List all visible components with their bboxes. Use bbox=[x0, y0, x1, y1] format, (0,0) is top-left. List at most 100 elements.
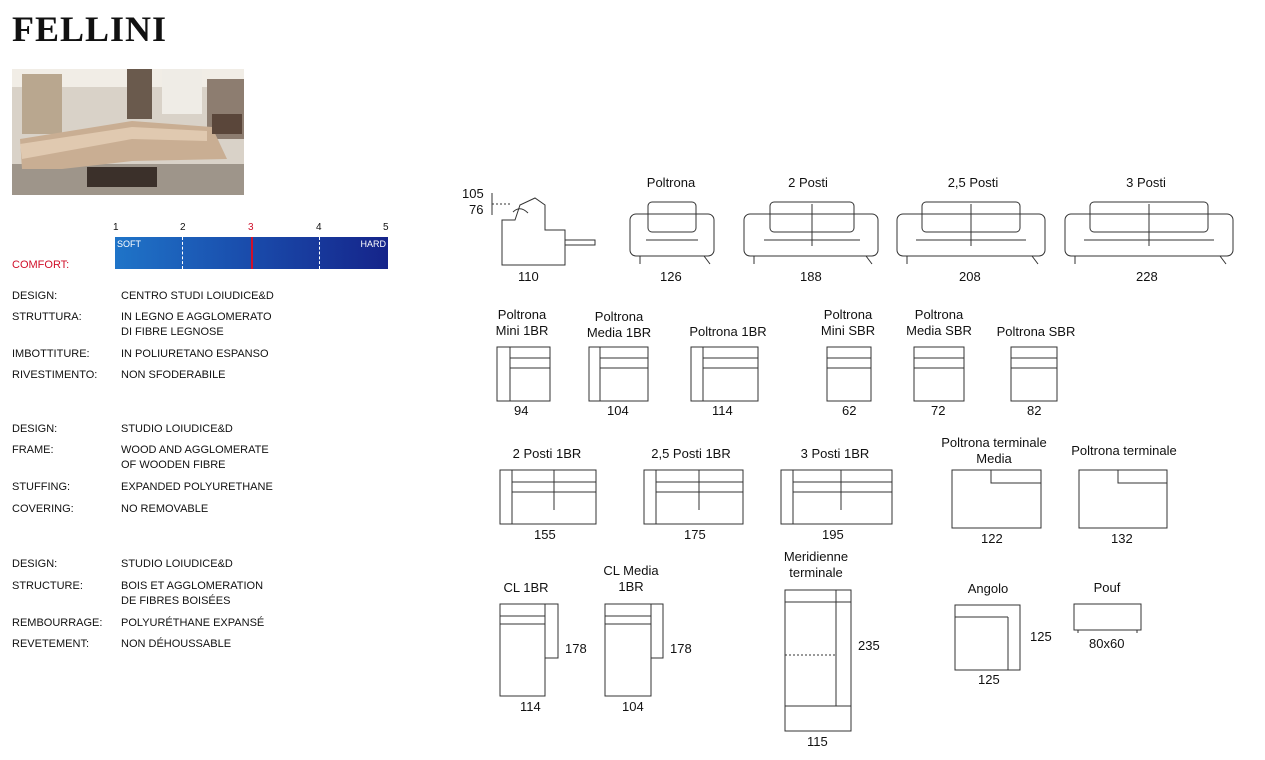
module-2-5-posti-1br-drawing bbox=[644, 470, 743, 524]
comfort-marker bbox=[251, 237, 253, 269]
module-pouf-drawing bbox=[1074, 604, 1141, 633]
module-name: 2,5 Posti 1BR bbox=[651, 446, 731, 461]
module-width: 125 bbox=[978, 672, 1000, 687]
scale-num-4: 4 bbox=[316, 222, 322, 233]
module-name: CL Media 1BR bbox=[603, 563, 659, 594]
spec-label: REMBOURRAGE: bbox=[12, 617, 103, 629]
spec-value: POLYURÉTHANE EXPANSÉ bbox=[121, 617, 265, 629]
sofa-name: Poltrona bbox=[646, 175, 696, 190]
soft-label: SOFT bbox=[117, 239, 141, 249]
spec-value: NON DÉHOUSSABLE bbox=[121, 638, 232, 650]
sofa-width: 228 bbox=[1136, 269, 1158, 284]
module-depth: 178 bbox=[565, 641, 587, 656]
sofa-name: 2 Posti bbox=[788, 175, 828, 190]
module-width: 122 bbox=[981, 531, 1003, 546]
spec-label: RIVESTIMENTO: bbox=[12, 369, 98, 381]
module-poltrona-media-sbr-drawing bbox=[914, 347, 964, 401]
module-meridienne-terminale-drawing bbox=[785, 590, 851, 731]
sofa-3-posti-drawing bbox=[1065, 202, 1233, 264]
module-cl-media-1br-drawing bbox=[605, 604, 663, 696]
module-width: 114 bbox=[520, 699, 541, 714]
spec-value: EXPANDED POLYURETHANE bbox=[121, 481, 273, 493]
spec-value: NON SFODERABILE bbox=[121, 369, 226, 381]
dim-depth: 110 bbox=[518, 269, 539, 284]
module-name: Poltrona SBR bbox=[996, 324, 1076, 339]
comfort-label: COMFORT: bbox=[12, 259, 70, 271]
module-name: Poltrona Mini 1BR bbox=[495, 307, 549, 338]
module-poltrona-mini-sbr-drawing bbox=[827, 347, 871, 401]
product-title: FELLINI bbox=[12, 9, 168, 49]
sofa-name: 3 Posti bbox=[1126, 175, 1166, 190]
spec-label: DESIGN: bbox=[12, 558, 58, 570]
module-name: Poltrona 1BR bbox=[689, 324, 767, 339]
module-name: Poltrona Media SBR bbox=[906, 307, 972, 338]
module-poltrona-1br-drawing bbox=[691, 347, 758, 401]
module-width: 82 bbox=[1027, 403, 1042, 418]
side-view-drawing bbox=[492, 193, 595, 265]
module-width: 104 bbox=[607, 403, 629, 418]
scale-num-3: 3 bbox=[248, 222, 254, 233]
sofa-poltrona-drawing bbox=[630, 202, 714, 264]
scale-divider bbox=[182, 237, 183, 269]
spec-value: WOOD AND AGGLOMERATE OF WOODEN FIBRE bbox=[121, 444, 269, 471]
sofa-2-5-posti-drawing bbox=[897, 202, 1045, 264]
spec-label: DESIGN: bbox=[12, 290, 58, 302]
module-cl-1br-drawing bbox=[500, 604, 558, 696]
spec-value: NO REMOVABLE bbox=[121, 503, 209, 515]
scale-num-1: 1 bbox=[113, 222, 119, 233]
dim-height-low: 76 bbox=[469, 202, 484, 217]
module-angolo-drawing bbox=[955, 605, 1020, 670]
spec-value: IN LEGNO E AGGLOMERATO DI FIBRE LEGNOSE bbox=[121, 311, 272, 338]
dim-height-high: 105 bbox=[462, 186, 484, 201]
spec-label: STUFFING: bbox=[12, 481, 71, 493]
spec-label: IMBOTTITURE: bbox=[12, 348, 90, 360]
spec-label: COVERING: bbox=[12, 503, 74, 515]
spec-value: IN POLIURETANO ESPANSO bbox=[121, 348, 269, 360]
spec-value: STUDIO LOIUDICE&D bbox=[121, 558, 233, 570]
module-width: 104 bbox=[622, 699, 644, 714]
spec-label: STRUCTURE: bbox=[12, 580, 83, 592]
module-name: 3 Posti 1BR bbox=[800, 446, 870, 461]
module-2-posti-1br-drawing bbox=[500, 470, 596, 524]
spec-value: CENTRO STUDI LOIUDICE&D bbox=[121, 290, 274, 302]
module-name: Poltrona terminale Media bbox=[941, 435, 1047, 466]
scale-num-5: 5 bbox=[383, 222, 389, 233]
hard-label: HARD bbox=[360, 239, 386, 249]
module-name: Angolo bbox=[967, 581, 1009, 596]
scale-num-2: 2 bbox=[180, 222, 186, 233]
module-width: 155 bbox=[534, 527, 556, 542]
scale-divider bbox=[319, 237, 320, 269]
module-width: 195 bbox=[822, 527, 844, 542]
module-poltrona-terminale-drawing bbox=[1079, 470, 1167, 528]
module-3-posti-1br-drawing bbox=[781, 470, 892, 524]
module-depth: 125 bbox=[1030, 629, 1052, 644]
sofa-2-posti-drawing bbox=[744, 202, 878, 264]
module-width: 115 bbox=[807, 734, 828, 749]
module-name: Poltrona terminale bbox=[1071, 443, 1177, 458]
module-depth: 178 bbox=[670, 641, 692, 656]
module-poltrona-terminale-media-drawing bbox=[952, 470, 1041, 528]
sofa-width: 188 bbox=[800, 269, 822, 284]
spec-label: REVETEMENT: bbox=[12, 638, 90, 650]
spec-label: FRAME: bbox=[12, 444, 54, 456]
module-width: 175 bbox=[684, 527, 706, 542]
module-width: 72 bbox=[931, 403, 946, 418]
module-depth: 235 bbox=[858, 638, 880, 653]
module-poltrona-mini-1br-drawing bbox=[497, 347, 550, 401]
spec-value: STUDIO LOIUDICE&D bbox=[121, 423, 233, 435]
module-size: 80x60 bbox=[1089, 636, 1125, 651]
sofa-width: 126 bbox=[660, 269, 682, 284]
module-name: Pouf bbox=[1093, 580, 1121, 595]
spec-label: DESIGN: bbox=[12, 423, 58, 435]
comfort-bar: SOFT HARD bbox=[115, 237, 388, 269]
sofa-width: 208 bbox=[959, 269, 981, 284]
product-photo bbox=[12, 69, 244, 195]
spec-value: BOIS ET AGGLOMERATION DE FIBRES BOISÉES bbox=[121, 580, 264, 607]
module-width: 114 bbox=[712, 403, 733, 418]
module-width: 132 bbox=[1111, 531, 1133, 546]
module-name: Poltrona Mini SBR bbox=[820, 307, 876, 338]
module-width: 62 bbox=[842, 403, 857, 418]
module-poltrona-sbr-drawing bbox=[1011, 347, 1057, 401]
module-name: 2 Posti 1BR bbox=[512, 446, 582, 461]
module-name: CL 1BR bbox=[503, 580, 549, 595]
